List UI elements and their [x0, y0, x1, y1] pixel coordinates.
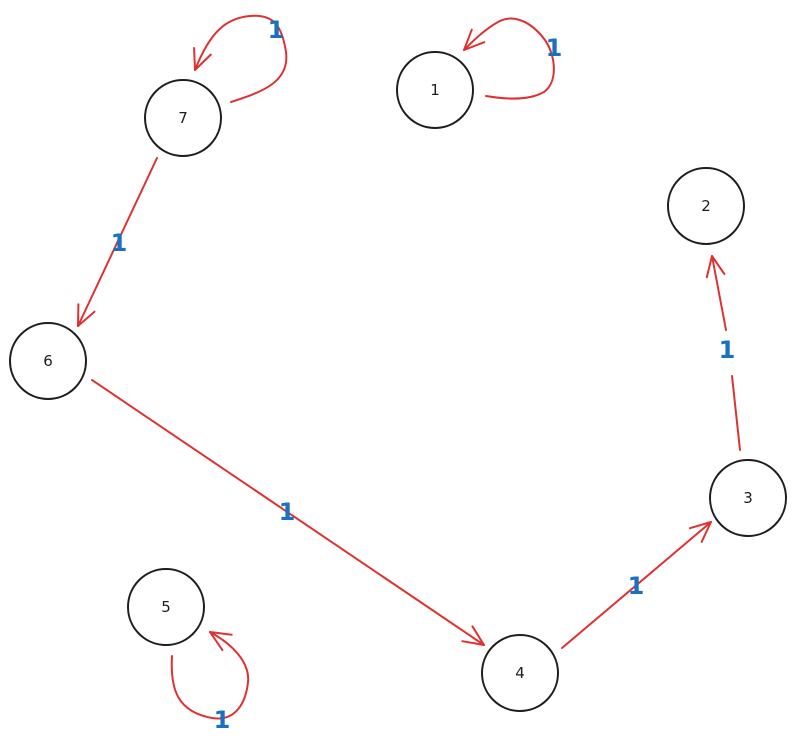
edge-weight-label: 1: [546, 34, 563, 62]
edge-line: [77, 157, 158, 327]
edge-line: [463, 17, 555, 100]
edge-5-to-5: [170, 631, 250, 720]
edge-weight-label: 1: [279, 498, 296, 526]
edge-1-to-1: [463, 17, 555, 100]
edge-7-to-7: [193, 14, 288, 103]
node-label: 6: [43, 352, 53, 370]
edge-7-to-6: [77, 157, 158, 327]
arrowhead-icon: [705, 255, 726, 279]
node-circle: [481, 634, 559, 712]
node-label: 3: [743, 489, 753, 507]
edge-weight-label: 1: [214, 706, 231, 734]
arrowhead-icon: [193, 47, 212, 71]
edge-line: [170, 631, 250, 720]
edge-weight-label: 1: [628, 572, 645, 600]
edge-6-to-4: [91, 379, 485, 646]
node-7: 7: [144, 79, 222, 157]
edge-line: [91, 379, 485, 646]
node-2: 2: [667, 167, 745, 245]
node-4: 4: [481, 634, 559, 712]
node-circle: [9, 322, 87, 400]
edge-weight-label: 1: [719, 336, 736, 364]
arrowhead-icon: [463, 28, 486, 51]
node-6: 6: [9, 322, 87, 400]
edge-3-to-2: [705, 255, 741, 451]
arrowhead-icon: [77, 303, 96, 327]
node-1: 1: [396, 51, 474, 129]
arrowhead-icon: [461, 625, 485, 646]
node-label: 2: [701, 197, 711, 215]
node-label: 7: [178, 109, 188, 127]
node-label: 1: [430, 81, 440, 99]
node-label: 4: [515, 664, 525, 682]
node-circle: [144, 79, 222, 157]
arrowhead-icon: [688, 521, 712, 543]
node-5: 5: [127, 568, 205, 646]
edge-line: [561, 521, 712, 649]
node-circle: [709, 459, 787, 537]
node-label: 5: [161, 598, 171, 616]
node-circle: [667, 167, 745, 245]
edge-line: [194, 14, 288, 103]
edge-weight-label: 1: [111, 229, 128, 257]
node-circle: [127, 568, 205, 646]
edge-line: [711, 255, 741, 451]
node-3: 3: [709, 459, 787, 537]
edge-weight-label: 1: [268, 16, 285, 44]
edge-4-to-3: [561, 521, 712, 649]
arrowhead-icon: [209, 631, 233, 652]
node-circle: [396, 51, 474, 129]
